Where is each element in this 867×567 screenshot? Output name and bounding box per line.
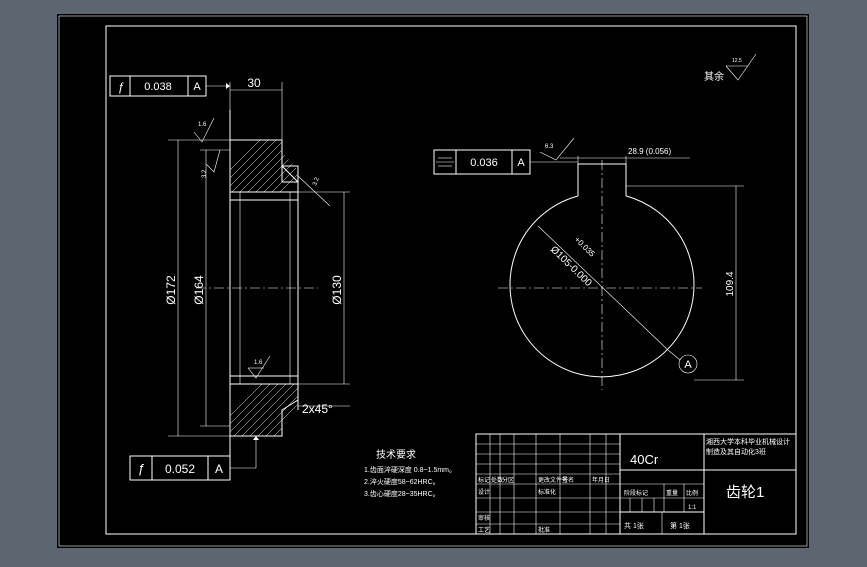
tech-req-title: 技术要求	[376, 448, 416, 461]
datum-ref-bottom: A	[215, 462, 223, 476]
dim-keyway-width: 28.9 (0.056)	[628, 147, 671, 156]
dim-dia-172: Ø172	[164, 275, 178, 305]
runout-tol-top: 0.038	[144, 81, 172, 93]
dim-chamfer: 2x45°	[302, 402, 333, 416]
roughness-symbol-face: 1.6	[193, 117, 215, 143]
symmetry-frame: 0.036 A	[433, 149, 578, 175]
tb-label-approve: 批准	[538, 526, 550, 534]
tb-total-sheets: 共 1张	[624, 521, 644, 530]
dim-keyway-depth: 109.4	[725, 271, 736, 296]
dim-width-30: 30	[247, 76, 261, 90]
runout-frame-top: ƒ 0.038 A	[109, 75, 230, 97]
tb-label-count: 处数	[491, 476, 503, 484]
tb-label-zone: 分区	[502, 476, 514, 484]
roughness-general-value: 12.5	[732, 58, 742, 64]
title-part-name: 齿轮1	[726, 484, 764, 501]
drawing-sheet	[57, 14, 809, 548]
section-hatch-bottom	[230, 384, 298, 436]
runout-symbol-icon: ƒ	[118, 80, 125, 94]
general-roughness-note: 其余 12.5	[704, 53, 757, 83]
drawing-border	[105, 25, 797, 535]
runout-frame-bottom: ƒ 0.052 A	[129, 436, 259, 481]
dim-dia-130: Ø130	[330, 275, 344, 305]
tb-label-process: 工艺	[478, 526, 490, 534]
runout-tol-bottom: 0.052	[165, 462, 195, 476]
tb-label-stage: 阶段标记	[624, 489, 648, 497]
title-school: 湘西大学本科毕业机械设计制造及其自动化3班	[706, 439, 790, 456]
symmetry-datum: A	[517, 157, 525, 169]
tb-sheet-number: 第 1张	[670, 521, 690, 530]
tb-label-standardize: 标准化	[538, 488, 556, 496]
tb-label-date: 年月日	[592, 476, 610, 484]
dim-dia-164: Ø164	[192, 275, 206, 305]
tb-label-mark: 标记	[478, 476, 490, 484]
roughness-note-text: 其余	[704, 70, 724, 83]
roughness-symbol-face-2: 3.2	[202, 149, 221, 178]
roughness-face2-value: 3.2	[202, 169, 208, 178]
tech-req-item-1: 1.齿面淬硬深度 0.8~1.5mm。	[364, 465, 456, 474]
roughness-chamfer-value: 3.2	[312, 176, 321, 187]
symmetry-tol: 0.036	[470, 157, 498, 169]
tb-scale-value: 1:1	[688, 505, 697, 511]
datum-ref-top: A	[193, 81, 201, 93]
roughness-symbol-bore: 1.6	[247, 355, 271, 379]
section-hatch-top	[230, 140, 298, 192]
tb-label-change-doc: 更改文件号	[538, 476, 568, 484]
roughness-keyway-value: 6.3	[545, 144, 554, 150]
tb-label-design: 设计	[478, 488, 490, 496]
tb-label-review: 审核	[478, 514, 490, 522]
tech-req-item-3: 3.齿心硬度28~35HRC。	[364, 489, 440, 498]
technical-requirements: 技术要求 1.齿面淬硬深度 0.8~1.5mm。 2.淬火硬度58~62HRC。…	[364, 448, 456, 498]
datum-circle-a	[678, 354, 698, 374]
tb-label-scale: 比例	[686, 489, 698, 497]
gear-section-view: Ø172 Ø164 Ø130 30 2x45° 3.2 1.6 3.2 1.6	[109, 75, 350, 481]
tb-label-signature: 签名	[562, 476, 574, 484]
runout-symbol-icon-2: ƒ	[138, 461, 145, 476]
datum-label-a: A	[684, 359, 692, 371]
tb-label-weight: 重量	[666, 489, 678, 497]
roughness-bore-value: 1.6	[254, 360, 263, 366]
tech-req-item-2: 2.淬火硬度58~62HRC。	[364, 477, 440, 486]
title-material: 40Cr	[630, 452, 659, 467]
title-block: 40Cr 湘西大学本科毕业机械设计制造及其自动化3班 齿轮1 标记 处数 分区 …	[475, 433, 797, 535]
roughness-face-value: 1.6	[198, 122, 207, 128]
